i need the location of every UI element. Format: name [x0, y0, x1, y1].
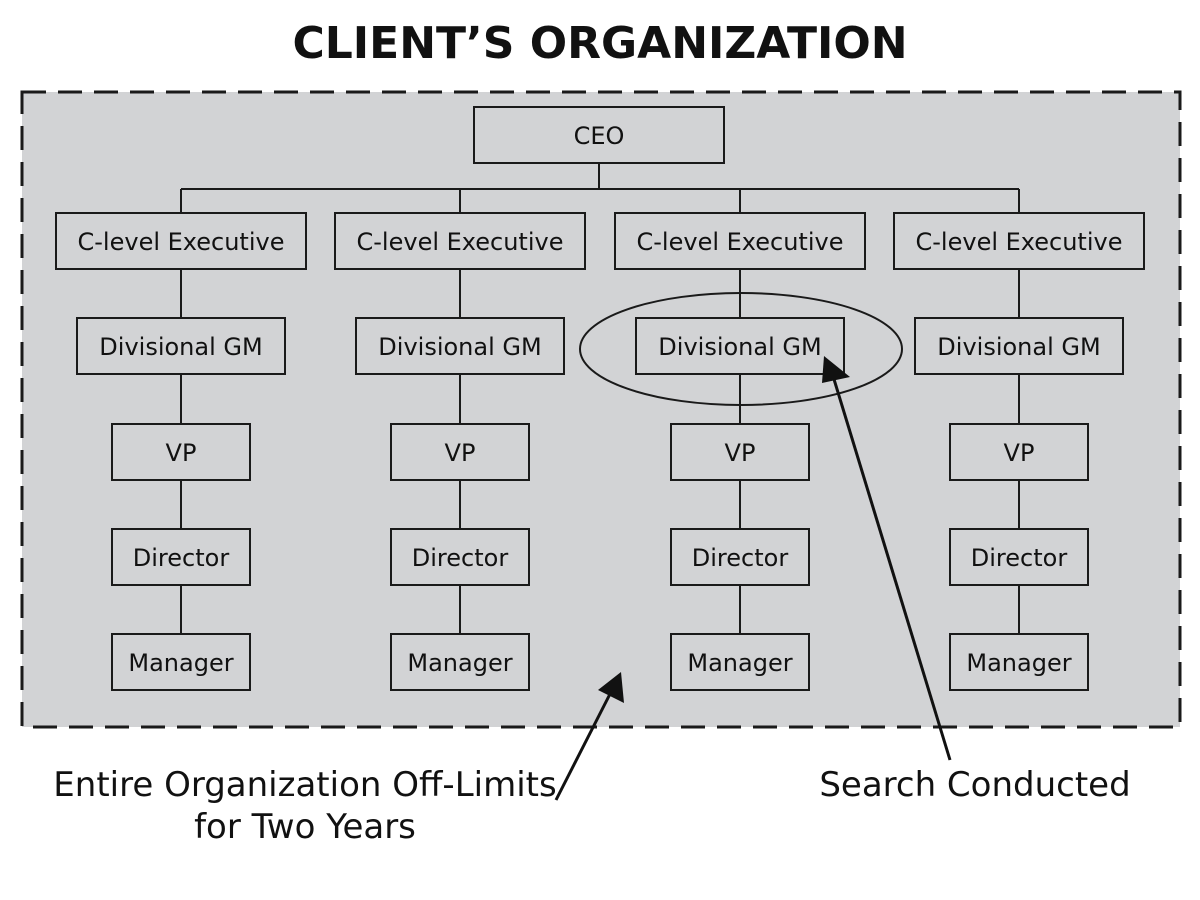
node-director-1-label: Director — [133, 544, 230, 572]
search-highlight-ellipse — [579, 292, 903, 406]
node-manager-1-label: Manager — [128, 649, 233, 677]
node-divisional-gm-2-label: Divisional GM — [378, 333, 541, 361]
node-manager-4-label: Manager — [966, 649, 1071, 677]
node-ceo-label: CEO — [574, 122, 625, 150]
node-vp-4-box — [949, 423, 1089, 481]
node-director-2-label: Director — [412, 544, 509, 572]
node-manager-3: Manager — [670, 633, 810, 691]
node-director-1-box — [111, 528, 251, 586]
diagram-title: CLIENT’S ORGANIZATION — [292, 18, 908, 69]
node-c-level-executive-1-label: C-level Executive — [78, 228, 285, 256]
node-c-level-executive-4: C-level Executive — [893, 212, 1145, 270]
off-limits-caption-line1: Entire Organization Off-Limits — [53, 765, 557, 805]
off-limits-caption: Entire Organization Off-Limits for Two Y… — [40, 764, 570, 848]
node-vp-4-label: VP — [1004, 439, 1035, 467]
node-director-1: Director — [111, 528, 251, 586]
node-director-3-box — [670, 528, 810, 586]
node-manager-1: Manager — [111, 633, 251, 691]
node-vp-1: VP — [111, 423, 251, 481]
node-ceo-box — [473, 106, 725, 164]
off-limits-region — [20, 90, 1182, 729]
node-c-level-executive-3: C-level Executive — [614, 212, 866, 270]
search-caption: Search Conducted — [819, 765, 1131, 805]
node-director-2-box — [390, 528, 530, 586]
node-divisional-gm-3-box — [635, 317, 845, 375]
node-manager-4: Manager — [949, 633, 1089, 691]
node-manager-1-box — [111, 633, 251, 691]
node-divisional-gm-4: Divisional GM — [914, 317, 1124, 375]
node-divisional-gm-1-box — [76, 317, 286, 375]
node-divisional-gm-3-label: Divisional GM — [658, 333, 821, 361]
node-vp-2: VP — [390, 423, 530, 481]
off-limits-caption-line2: for Two Years — [194, 807, 416, 847]
node-divisional-gm-2: Divisional GM — [355, 317, 565, 375]
node-director-3: Director — [670, 528, 810, 586]
node-c-level-executive-1-box — [55, 212, 307, 270]
search-arrow — [822, 356, 952, 761]
node-director-4: Director — [949, 528, 1089, 586]
node-vp-2-label: VP — [445, 439, 476, 467]
node-c-level-executive-2-box — [334, 212, 586, 270]
node-vp-1-label: VP — [166, 439, 197, 467]
node-c-level-executive-3-label: C-level Executive — [637, 228, 844, 256]
node-manager-2-box — [390, 633, 530, 691]
node-c-level-executive-2: C-level Executive — [334, 212, 586, 270]
node-vp-2-box — [390, 423, 530, 481]
node-vp-4: VP — [949, 423, 1089, 481]
node-divisional-gm-1-label: Divisional GM — [99, 333, 262, 361]
node-c-level-executive-2-label: C-level Executive — [357, 228, 564, 256]
node-vp-1-box — [111, 423, 251, 481]
org-edges — [180, 163, 1020, 634]
node-vp-3-box — [670, 423, 810, 481]
node-c-level-executive-1: C-level Executive — [55, 212, 307, 270]
node-manager-2-label: Manager — [407, 649, 512, 677]
node-manager-2: Manager — [390, 633, 530, 691]
node-c-level-executive-3-box — [614, 212, 866, 270]
node-manager-3-box — [670, 633, 810, 691]
node-director-4-box — [949, 528, 1089, 586]
node-director-2: Director — [390, 528, 530, 586]
node-vp-3: VP — [670, 423, 810, 481]
node-divisional-gm-4-label: Divisional GM — [937, 333, 1100, 361]
node-director-3-label: Director — [692, 544, 789, 572]
off-limits-arrow — [554, 672, 624, 801]
node-manager-3-label: Manager — [687, 649, 792, 677]
node-director-4-label: Director — [971, 544, 1068, 572]
node-c-level-executive-4-label: C-level Executive — [916, 228, 1123, 256]
node-manager-4-box — [949, 633, 1089, 691]
node-vp-3-label: VP — [725, 439, 756, 467]
node-c-level-executive-4-box — [893, 212, 1145, 270]
node-divisional-gm-2-box — [355, 317, 565, 375]
node-ceo: CEO — [473, 106, 725, 164]
node-divisional-gm-3: Divisional GM — [635, 317, 845, 375]
node-divisional-gm-1: Divisional GM — [76, 317, 286, 375]
node-divisional-gm-4-box — [914, 317, 1124, 375]
